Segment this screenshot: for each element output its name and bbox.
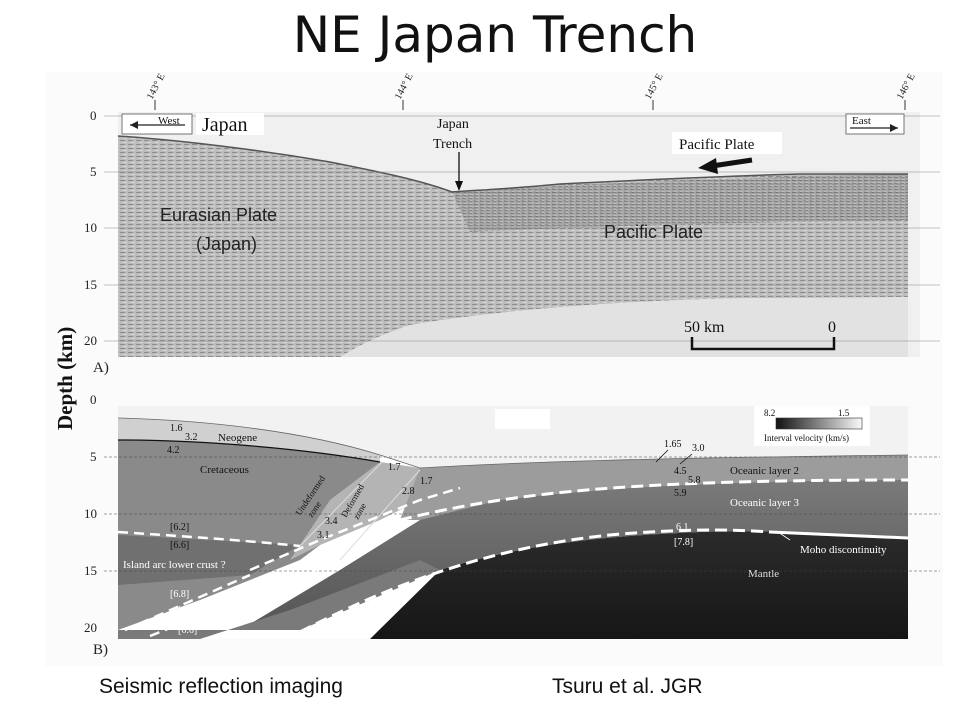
tick-b-5: 5	[90, 449, 97, 464]
trench-label-line1: Japan	[437, 117, 469, 132]
vel-5-8: 5.8	[688, 475, 701, 486]
scale-bar-left-label: 50 km	[684, 319, 725, 336]
mantle-label: Mantle	[748, 568, 779, 580]
vel-1-65: 1.65	[664, 439, 682, 450]
island-arc-label: Island arc lower crust ?	[123, 559, 226, 571]
colorbar-label: Interval velocity (km/s)	[764, 433, 849, 443]
west-arrow-box: West	[121, 113, 193, 135]
vel-3-1: 3.1	[317, 530, 330, 541]
tick-b-10: 10	[84, 506, 97, 521]
caption-left: Seismic reflection imaging	[99, 675, 343, 698]
vel-3-0: 3.0	[692, 443, 705, 454]
west-label: West	[158, 115, 180, 127]
tick-a-15: 15	[84, 277, 97, 292]
depth-ticks-b: 0 5 10 15 20	[84, 392, 97, 635]
pacific-motion-arrow	[698, 157, 753, 174]
vel-3-4: 3.4	[325, 516, 338, 527]
vel-6-2: [6.2]	[170, 522, 189, 533]
panel-b-gridlines	[104, 456, 940, 572]
page-title: NE Japan Trench	[292, 6, 698, 64]
vel-1-7b: 1.7	[420, 476, 433, 487]
panel-a-label: A)	[93, 360, 109, 376]
moho-label: Moho discontinuity	[800, 544, 887, 556]
oceanic-layer-3-label: Oceanic layer 3	[730, 497, 800, 509]
vel-4-2: 4.2	[167, 445, 180, 456]
panel-a-seismic-section	[117, 112, 920, 357]
pacific-plate-label: Pacific Plate	[604, 222, 703, 242]
east-arrow-box: East	[845, 113, 905, 135]
longitude-ticks	[154, 100, 906, 110]
cretaceous-label: Cretaceous	[200, 464, 249, 476]
vel-6-8: [6.8]	[170, 589, 189, 600]
neogene-label: Neogene	[218, 432, 257, 444]
depth-axis-label: Depth (km)	[53, 327, 77, 430]
panel-b-label: B)	[93, 642, 108, 658]
tick-b-20: 20	[84, 620, 97, 635]
vel-3-2: 3.2	[185, 432, 198, 443]
japan-label: Japan	[202, 114, 248, 136]
velocity-colorbar: 8.2 1.5 Interval velocity (km/s)	[754, 406, 870, 446]
scale-bar-right-label: 0	[828, 319, 836, 336]
tick-b-0: 0	[90, 392, 97, 407]
panel-b-boundaries	[117, 417, 909, 638]
tick-a-0: 0	[90, 108, 97, 123]
colorbar-max: 1.5	[838, 408, 850, 418]
panel-b-velocity-model	[118, 406, 908, 639]
vel-6-1b: [6.1]	[178, 605, 197, 616]
east-label: East	[852, 115, 871, 127]
vel-6-6b: [6.6]	[178, 625, 197, 636]
eurasian-plate-sublabel: (Japan)	[196, 234, 257, 254]
vel-4-5: 4.5	[674, 466, 687, 477]
tick-a-5: 5	[90, 164, 97, 179]
pacific-plate-box-label: Pacific Plate	[679, 137, 755, 153]
colorbar-min: 8.2	[764, 408, 775, 418]
scale-bar	[690, 337, 836, 351]
japan-label-bg	[196, 113, 264, 135]
caption-right: Tsuru et al. JGR	[552, 675, 703, 698]
tick-a-20: 20	[84, 333, 97, 348]
panel-b-leader-lines	[655, 449, 791, 541]
depth-ticks-a: 0 5 10 15 20	[84, 108, 97, 348]
oceanic-layer-2-label: Oceanic layer 2	[730, 465, 799, 477]
vel-7-8: [7.8]	[674, 537, 693, 548]
vel-6-1: 6.1	[676, 522, 689, 533]
vel-5-9: 5.9	[674, 488, 687, 499]
tick-b-15: 15	[84, 563, 97, 578]
vel-6-6a: [6.6]	[170, 540, 189, 551]
vel-2-8: 2.8	[402, 486, 415, 497]
blank-box	[495, 409, 550, 429]
eurasian-plate-label: Eurasian Plate	[160, 205, 277, 225]
vel-1-6: 1.6	[170, 423, 183, 434]
pacific-plate-box	[672, 132, 782, 154]
trench-label-line2: Trench	[433, 137, 472, 152]
trench-arrow	[455, 152, 463, 191]
vel-1-7a: 1.7	[388, 462, 401, 473]
tick-a-10: 10	[84, 220, 97, 235]
